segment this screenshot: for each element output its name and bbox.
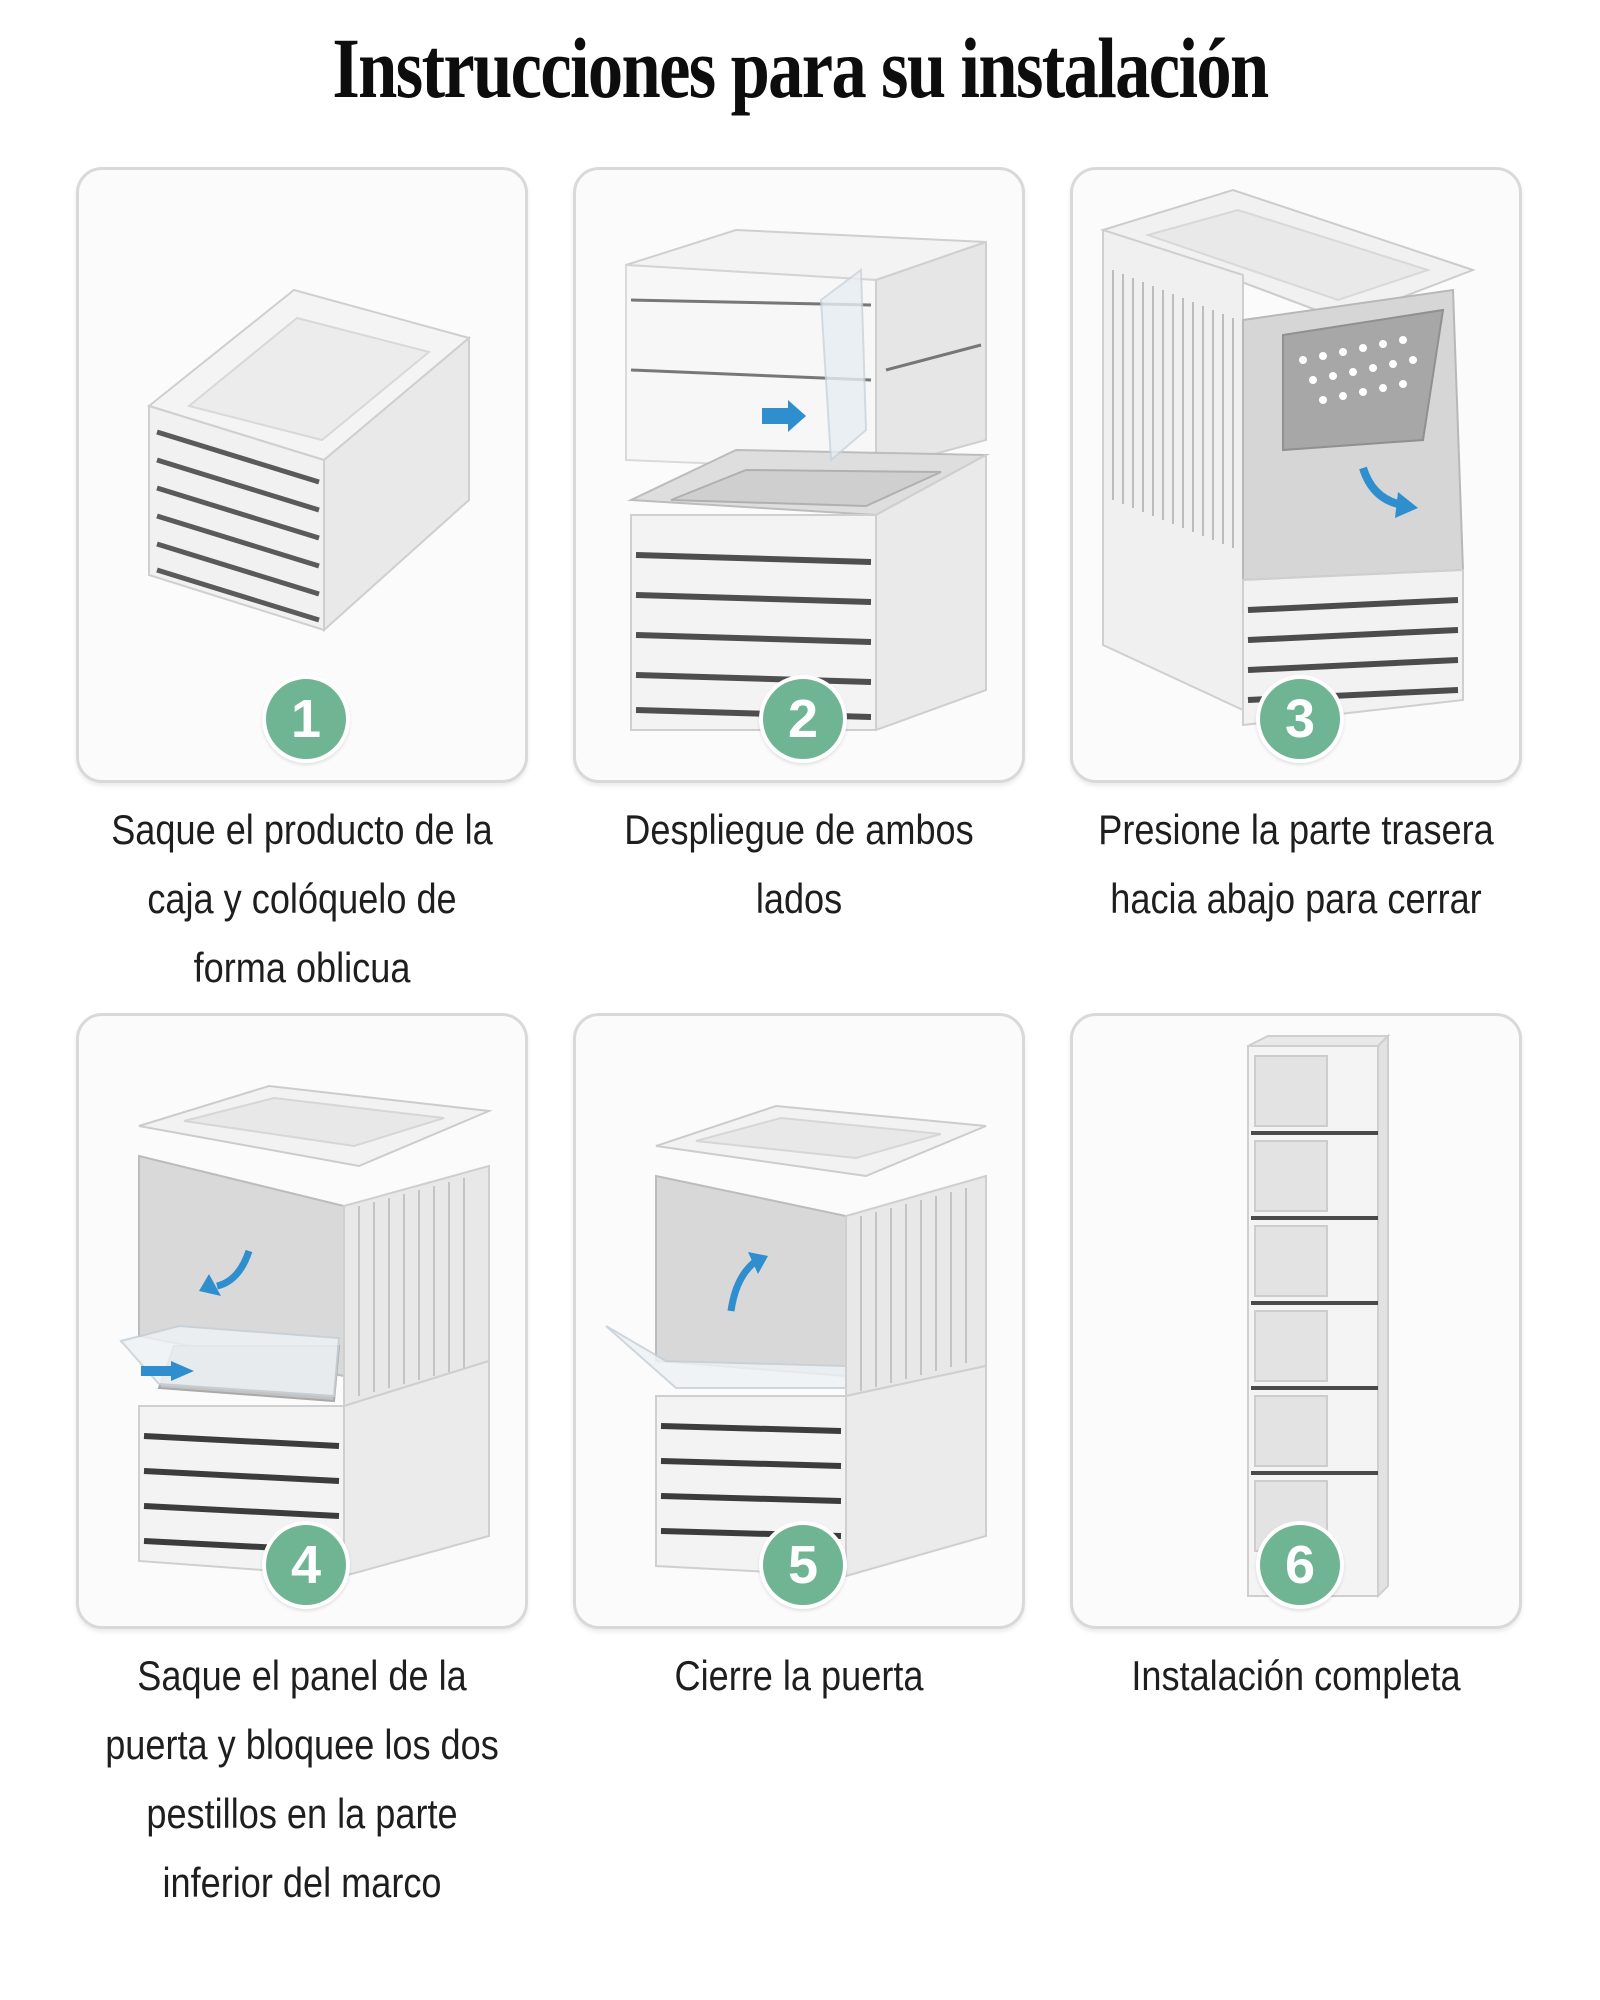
- step-3-caption: Presione la parte trasera hacia abajo pa…: [1098, 806, 1494, 922]
- step-4-caption: Saque el panel de la puerta y bloquee lo…: [105, 1652, 499, 1906]
- door-panel-latch-illustration: [119, 1084, 493, 1578]
- step-1-caption: Saque el producto de la caja y colóquelo…: [111, 806, 493, 991]
- step-6-caption: Instalación completa: [1131, 1652, 1461, 1699]
- unfolding-box-illustration: [625, 228, 990, 732]
- step-2-card: 2: [573, 167, 1025, 783]
- stacked-cabinet-illustration: [1247, 1033, 1391, 1599]
- closing-door-illustration: [605, 1104, 987, 1578]
- step-5-caption: Cierre la puerta: [674, 1652, 924, 1699]
- page-title: Instrucciones para su instalación: [332, 20, 1269, 116]
- step-number-badge: 6: [1256, 1521, 1344, 1609]
- step-6-card: 6: [1070, 1013, 1522, 1629]
- step-number-badge: 1: [262, 675, 350, 763]
- step-4-card: 4: [76, 1013, 528, 1629]
- step-5-card: 5: [573, 1013, 1025, 1629]
- step-2-caption: Despliegue de ambos lados: [624, 806, 974, 922]
- step-1-card: 1: [76, 167, 528, 783]
- step-number-badge: 4: [262, 1521, 350, 1609]
- step-3-card: 3: [1070, 167, 1522, 783]
- folded-box-illustration: [146, 288, 472, 633]
- step-number-badge: 2: [759, 675, 847, 763]
- step-number-badge: 5: [759, 1521, 847, 1609]
- step-number-badge: 3: [1256, 675, 1344, 763]
